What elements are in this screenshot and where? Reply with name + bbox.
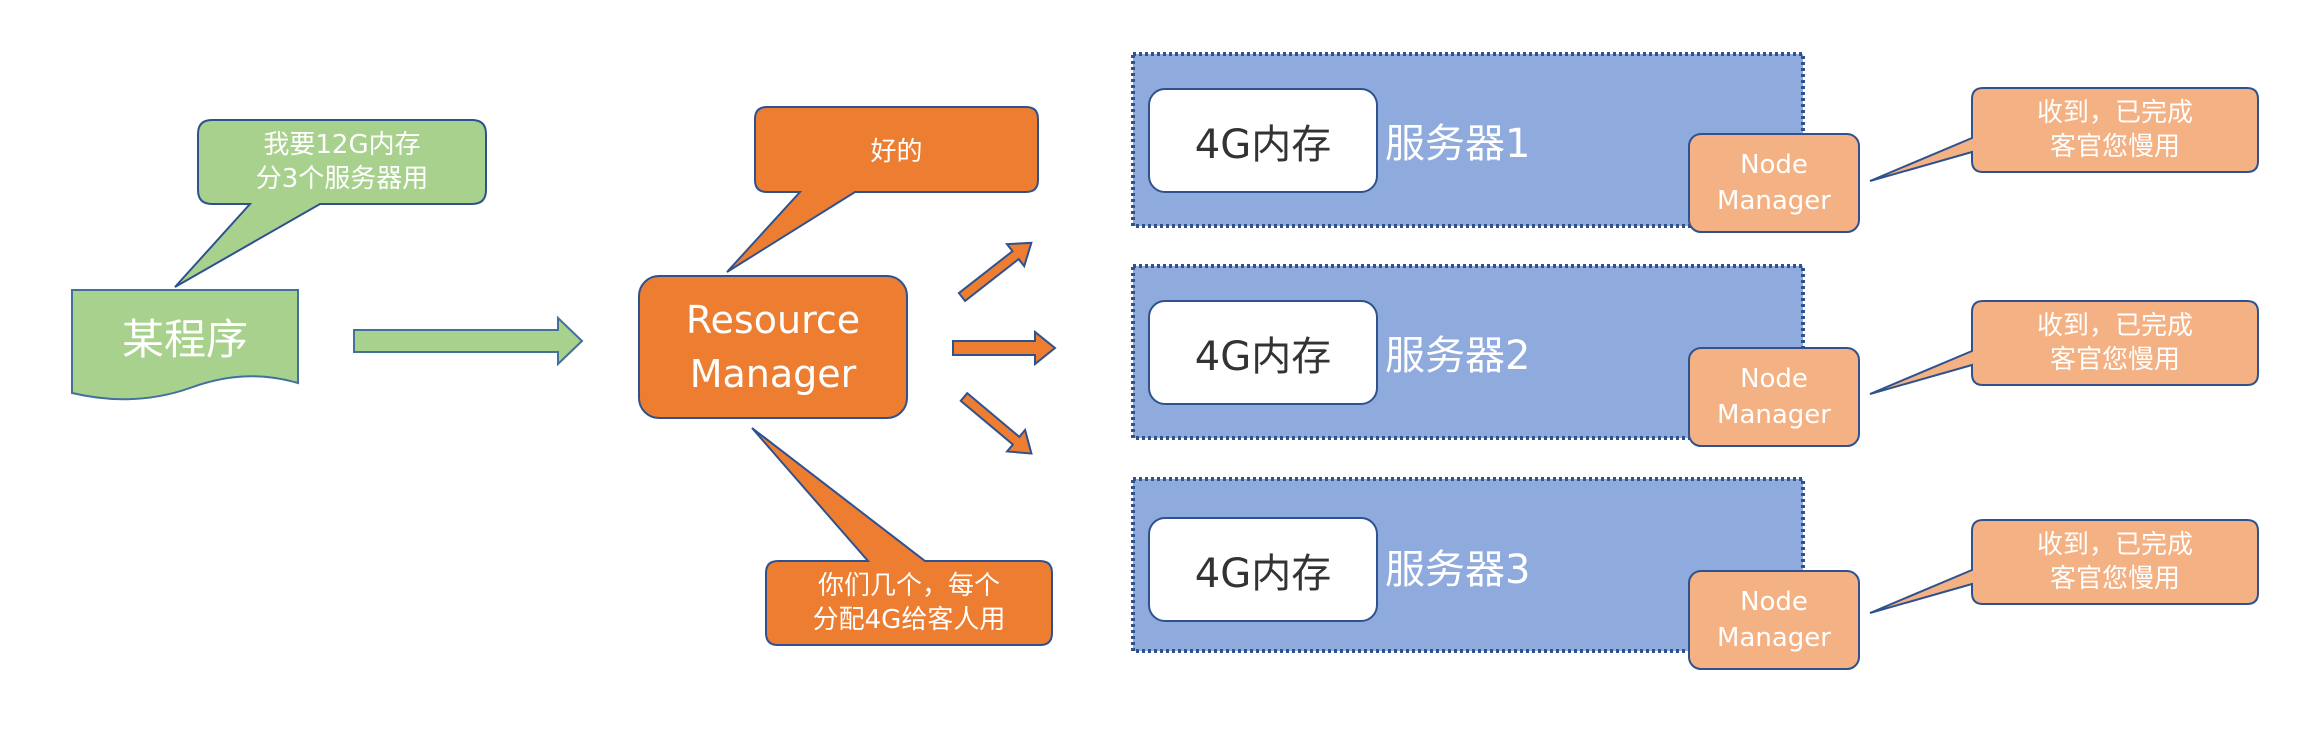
- program-callout-text: 我要12G内存 分3个服务器用: [255, 130, 429, 194]
- rm-reply-callout-text: 好的: [870, 137, 923, 167]
- server-1-node-manager-box: [1688, 133, 1860, 233]
- server-1-memory-label: 4G内存: [1194, 121, 1332, 168]
- server-1-reply-callout-shape: [1869, 87, 2259, 182]
- server-3-name: 服务器3: [1385, 547, 1531, 593]
- server-1-node-manager-label: Node Manager: [1717, 150, 1831, 216]
- server-1-memory-box: [1148, 88, 1378, 193]
- program-shape: [71, 289, 299, 401]
- resource-manager-label: Resource Manager: [685, 298, 861, 396]
- server-2-memory-label: 4G内存: [1194, 333, 1332, 380]
- program-callout-shape: [174, 119, 487, 288]
- server-2-node-manager-box: [1688, 347, 1860, 447]
- server-3-reply-callout-text: 收到，已完成 客官您慢用: [2036, 530, 2193, 594]
- arrow-rm-to-server-1: [957, 241, 1033, 303]
- rm-reply-callout-shape: [726, 106, 1039, 273]
- server-3-memory-box: [1148, 517, 1378, 622]
- server-3-reply-callout-shape: [1869, 519, 2259, 614]
- arrow-program-to-rm: [353, 315, 584, 367]
- program-label: 某程序: [121, 314, 248, 364]
- server-2-memory-box: [1148, 300, 1378, 405]
- server-2-name: 服务器2: [1385, 333, 1531, 379]
- server-3-node-manager-box: [1688, 570, 1860, 670]
- resource-manager-shape: [638, 275, 908, 419]
- server-3-memory-label: 4G内存: [1194, 550, 1332, 597]
- arrow-rm-to-server-3: [959, 391, 1033, 455]
- server-1-name: 服务器1: [1385, 121, 1531, 167]
- arrow-rm-to-server-2: [952, 329, 1057, 367]
- rm-instruction-callout-shape: [751, 427, 1053, 646]
- server-1-reply-callout-text: 收到，已完成 客官您慢用: [2036, 98, 2193, 162]
- server-2-reply-callout-shape: [1869, 300, 2259, 395]
- server-2-node-manager-label: Node Manager: [1717, 364, 1831, 430]
- server-3-node-manager-label: Node Manager: [1717, 587, 1831, 653]
- server-2-reply-callout-text: 收到，已完成 客官您慢用: [2036, 311, 2193, 375]
- rm-instruction-callout-text: 你们几个，每个 分配4G给客人用: [812, 571, 1006, 635]
